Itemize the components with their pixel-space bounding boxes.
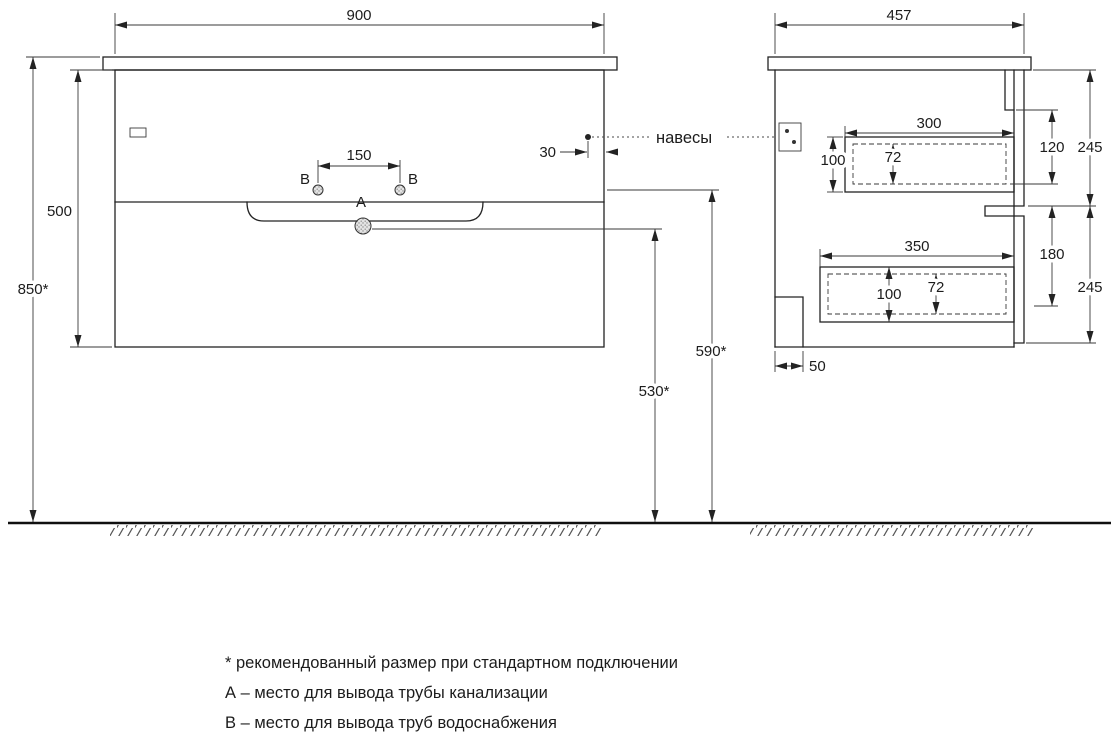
side-view: 457 300 120 245 100	[767, 7, 1106, 375]
dim-label-245-top: 245	[1077, 139, 1102, 156]
dim-label-530: 530*	[639, 383, 670, 400]
callout-hangers-label: навесы	[656, 129, 712, 147]
dim-front-height: 500	[47, 69, 112, 348]
floor-hatch-right	[750, 525, 1034, 536]
dim-hanger-offset: 30	[539, 141, 618, 161]
footnotes: * рекомендованный размер при стандартном…	[225, 654, 678, 732]
front-countertop	[102, 56, 618, 71]
hanger-point-front	[585, 134, 591, 140]
footnote-recommended-size: * рекомендованный размер при стандартном…	[225, 654, 678, 672]
dim-side-depth: 457	[774, 7, 1025, 54]
front-cabinet-body	[114, 69, 605, 348]
dim-label-245-bottom: 245	[1077, 279, 1102, 296]
dim-top-inner-height: 72	[881, 144, 905, 184]
dim-label-30: 30	[539, 144, 556, 161]
side-cabinet-outline	[767, 56, 1032, 348]
footnote-point-a: А – место для вывода трубы канализации	[225, 684, 548, 702]
callout-hangers: навесы	[592, 129, 777, 147]
dim-label-900: 900	[346, 7, 371, 24]
hanger-screw-bottom	[792, 140, 796, 144]
dim-bottom-box-height: 100	[873, 267, 905, 322]
label-point-a: А	[356, 194, 366, 211]
dim-top-front-height: 245	[1028, 69, 1106, 207]
dim-label-72-top: 72	[885, 149, 902, 166]
hanger-bracket	[778, 122, 802, 152]
front-cabinet-outline	[102, 56, 618, 348]
dim-label-350: 350	[904, 238, 929, 255]
top-drawer-inner	[852, 143, 1007, 185]
drain-point-a	[354, 217, 372, 235]
dim-label-100-top: 100	[820, 152, 845, 169]
top-drawer-box	[844, 136, 1015, 193]
dim-label-300: 300	[916, 115, 941, 132]
water-point-b-left	[312, 184, 324, 196]
dim-front-width: 900	[114, 7, 605, 54]
label-point-b-left: В	[300, 171, 310, 188]
label-point-b-right: В	[408, 171, 418, 188]
dim-install-height: 850*	[14, 56, 100, 522]
dim-label-500: 500	[47, 203, 72, 220]
dim-label-72-bottom: 72	[928, 279, 945, 296]
dim-label-457: 457	[886, 7, 911, 24]
dim-label-180: 180	[1039, 246, 1064, 263]
front-view: 900 500 850* 150 В В А	[14, 7, 730, 522]
floor-hatch-left	[110, 525, 602, 536]
dim-bottom-drawer-depth: 350	[819, 235, 1014, 267]
side-hanging-rail	[1004, 69, 1015, 111]
footnote-point-b: В – место для вывода труб водоснабжения	[225, 714, 557, 732]
side-back-recess	[774, 296, 804, 348]
dim-label-50: 50	[809, 358, 826, 375]
brand-logo-plate	[129, 127, 147, 138]
dim-top-drawer-depth: 300	[844, 112, 1014, 137]
side-countertop	[767, 56, 1032, 71]
dim-label-100-bottom: 100	[876, 286, 901, 303]
dim-bottom-inner-height: 72	[924, 274, 948, 314]
dim-top-box-height: 100	[817, 136, 849, 193]
dim-bottom-front-height: 245	[1026, 206, 1106, 344]
hanger-screw-top	[785, 129, 789, 133]
bottom-drawer-box	[819, 266, 1015, 323]
dim-label-850: 850*	[18, 281, 49, 298]
dim-label-150: 150	[346, 147, 371, 164]
dim-back-recess: 50	[774, 351, 826, 375]
side-drawer-fronts	[984, 69, 1025, 344]
dim-faucet-spacing: 150	[317, 147, 401, 183]
water-point-b-right	[394, 184, 406, 196]
dim-label-120: 120	[1039, 139, 1064, 156]
dim-drain-height: 530*	[372, 228, 673, 522]
floor-line	[8, 521, 1111, 536]
dim-label-590: 590*	[696, 343, 727, 360]
dim-water-supply-height: 590*	[607, 189, 730, 522]
dim-mid-offset: 180	[1034, 206, 1068, 307]
dim-top-offset: 120	[1010, 109, 1068, 185]
bottom-drawer-inner	[827, 273, 1007, 315]
